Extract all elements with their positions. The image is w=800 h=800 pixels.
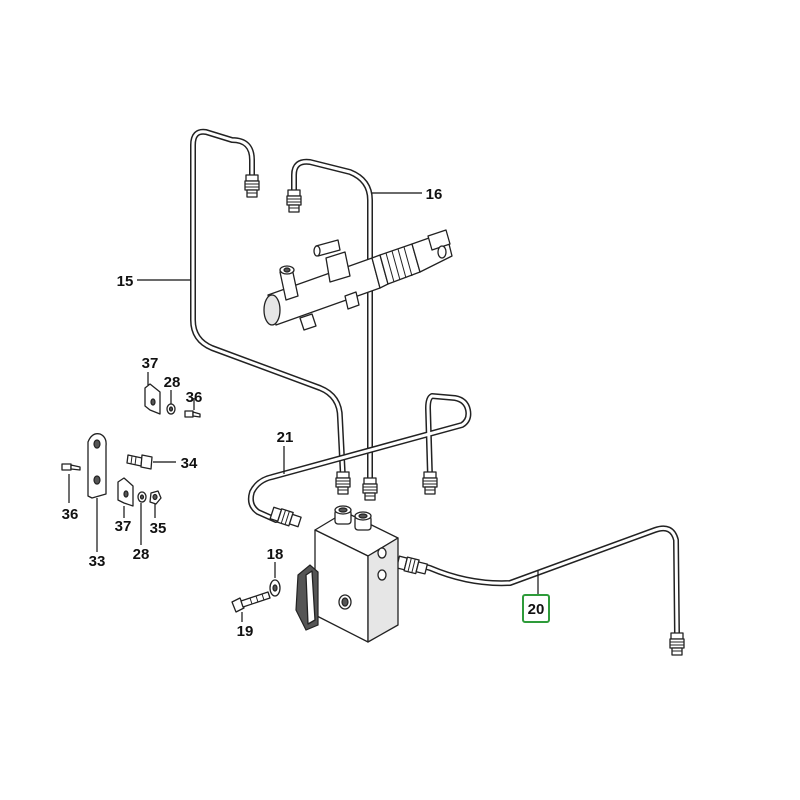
callout-20[interactable]: 20 [528,601,545,618]
callout-18[interactable]: 18 [267,546,284,563]
callout-labels: 15 16 37 28 36 34 21 36 37 35 33 28 18 1… [62,186,545,640]
callout-37-upper[interactable]: 37 [142,355,159,372]
leader-lines [68,192,539,622]
callout-33[interactable]: 33 [89,553,106,570]
washer-18[interactable] [269,579,281,597]
callout-21[interactable]: 21 [277,429,294,446]
callout-36-upper[interactable]: 36 [186,389,203,406]
brake-pipe-20[interactable] [395,525,685,656]
brake-valve-block[interactable] [295,505,399,643]
brake-pipe-21[interactable] [247,393,472,529]
screw-36-upper[interactable] [184,410,201,418]
callout-36-lower[interactable]: 36 [62,506,79,523]
callout-15[interactable]: 15 [117,273,134,290]
plate-33[interactable] [87,433,107,499]
brake-pipe-16[interactable] [286,158,378,501]
bolt-34[interactable] [126,454,153,470]
bracket-37-upper[interactable] [144,383,161,415]
callout-19[interactable]: 19 [237,623,254,640]
washer-28-lower[interactable] [137,491,147,503]
master-cylinder[interactable] [263,229,453,331]
screw-36-lower[interactable] [61,463,81,471]
bracket-37-lower[interactable] [117,477,134,507]
callout-34[interactable]: 34 [181,455,198,472]
bolt-19[interactable] [231,591,271,613]
callout-28-upper[interactable]: 28 [164,374,181,391]
nut-35[interactable] [149,490,162,505]
washer-28-upper[interactable] [166,403,176,415]
callout-16[interactable]: 16 [426,186,443,203]
callout-37-lower[interactable]: 37 [115,518,132,535]
callout-28-lower[interactable]: 28 [133,546,150,563]
brake-pipe-15[interactable] [190,128,351,495]
callout-20-highlight [522,594,550,623]
callout-35[interactable]: 35 [150,520,167,537]
